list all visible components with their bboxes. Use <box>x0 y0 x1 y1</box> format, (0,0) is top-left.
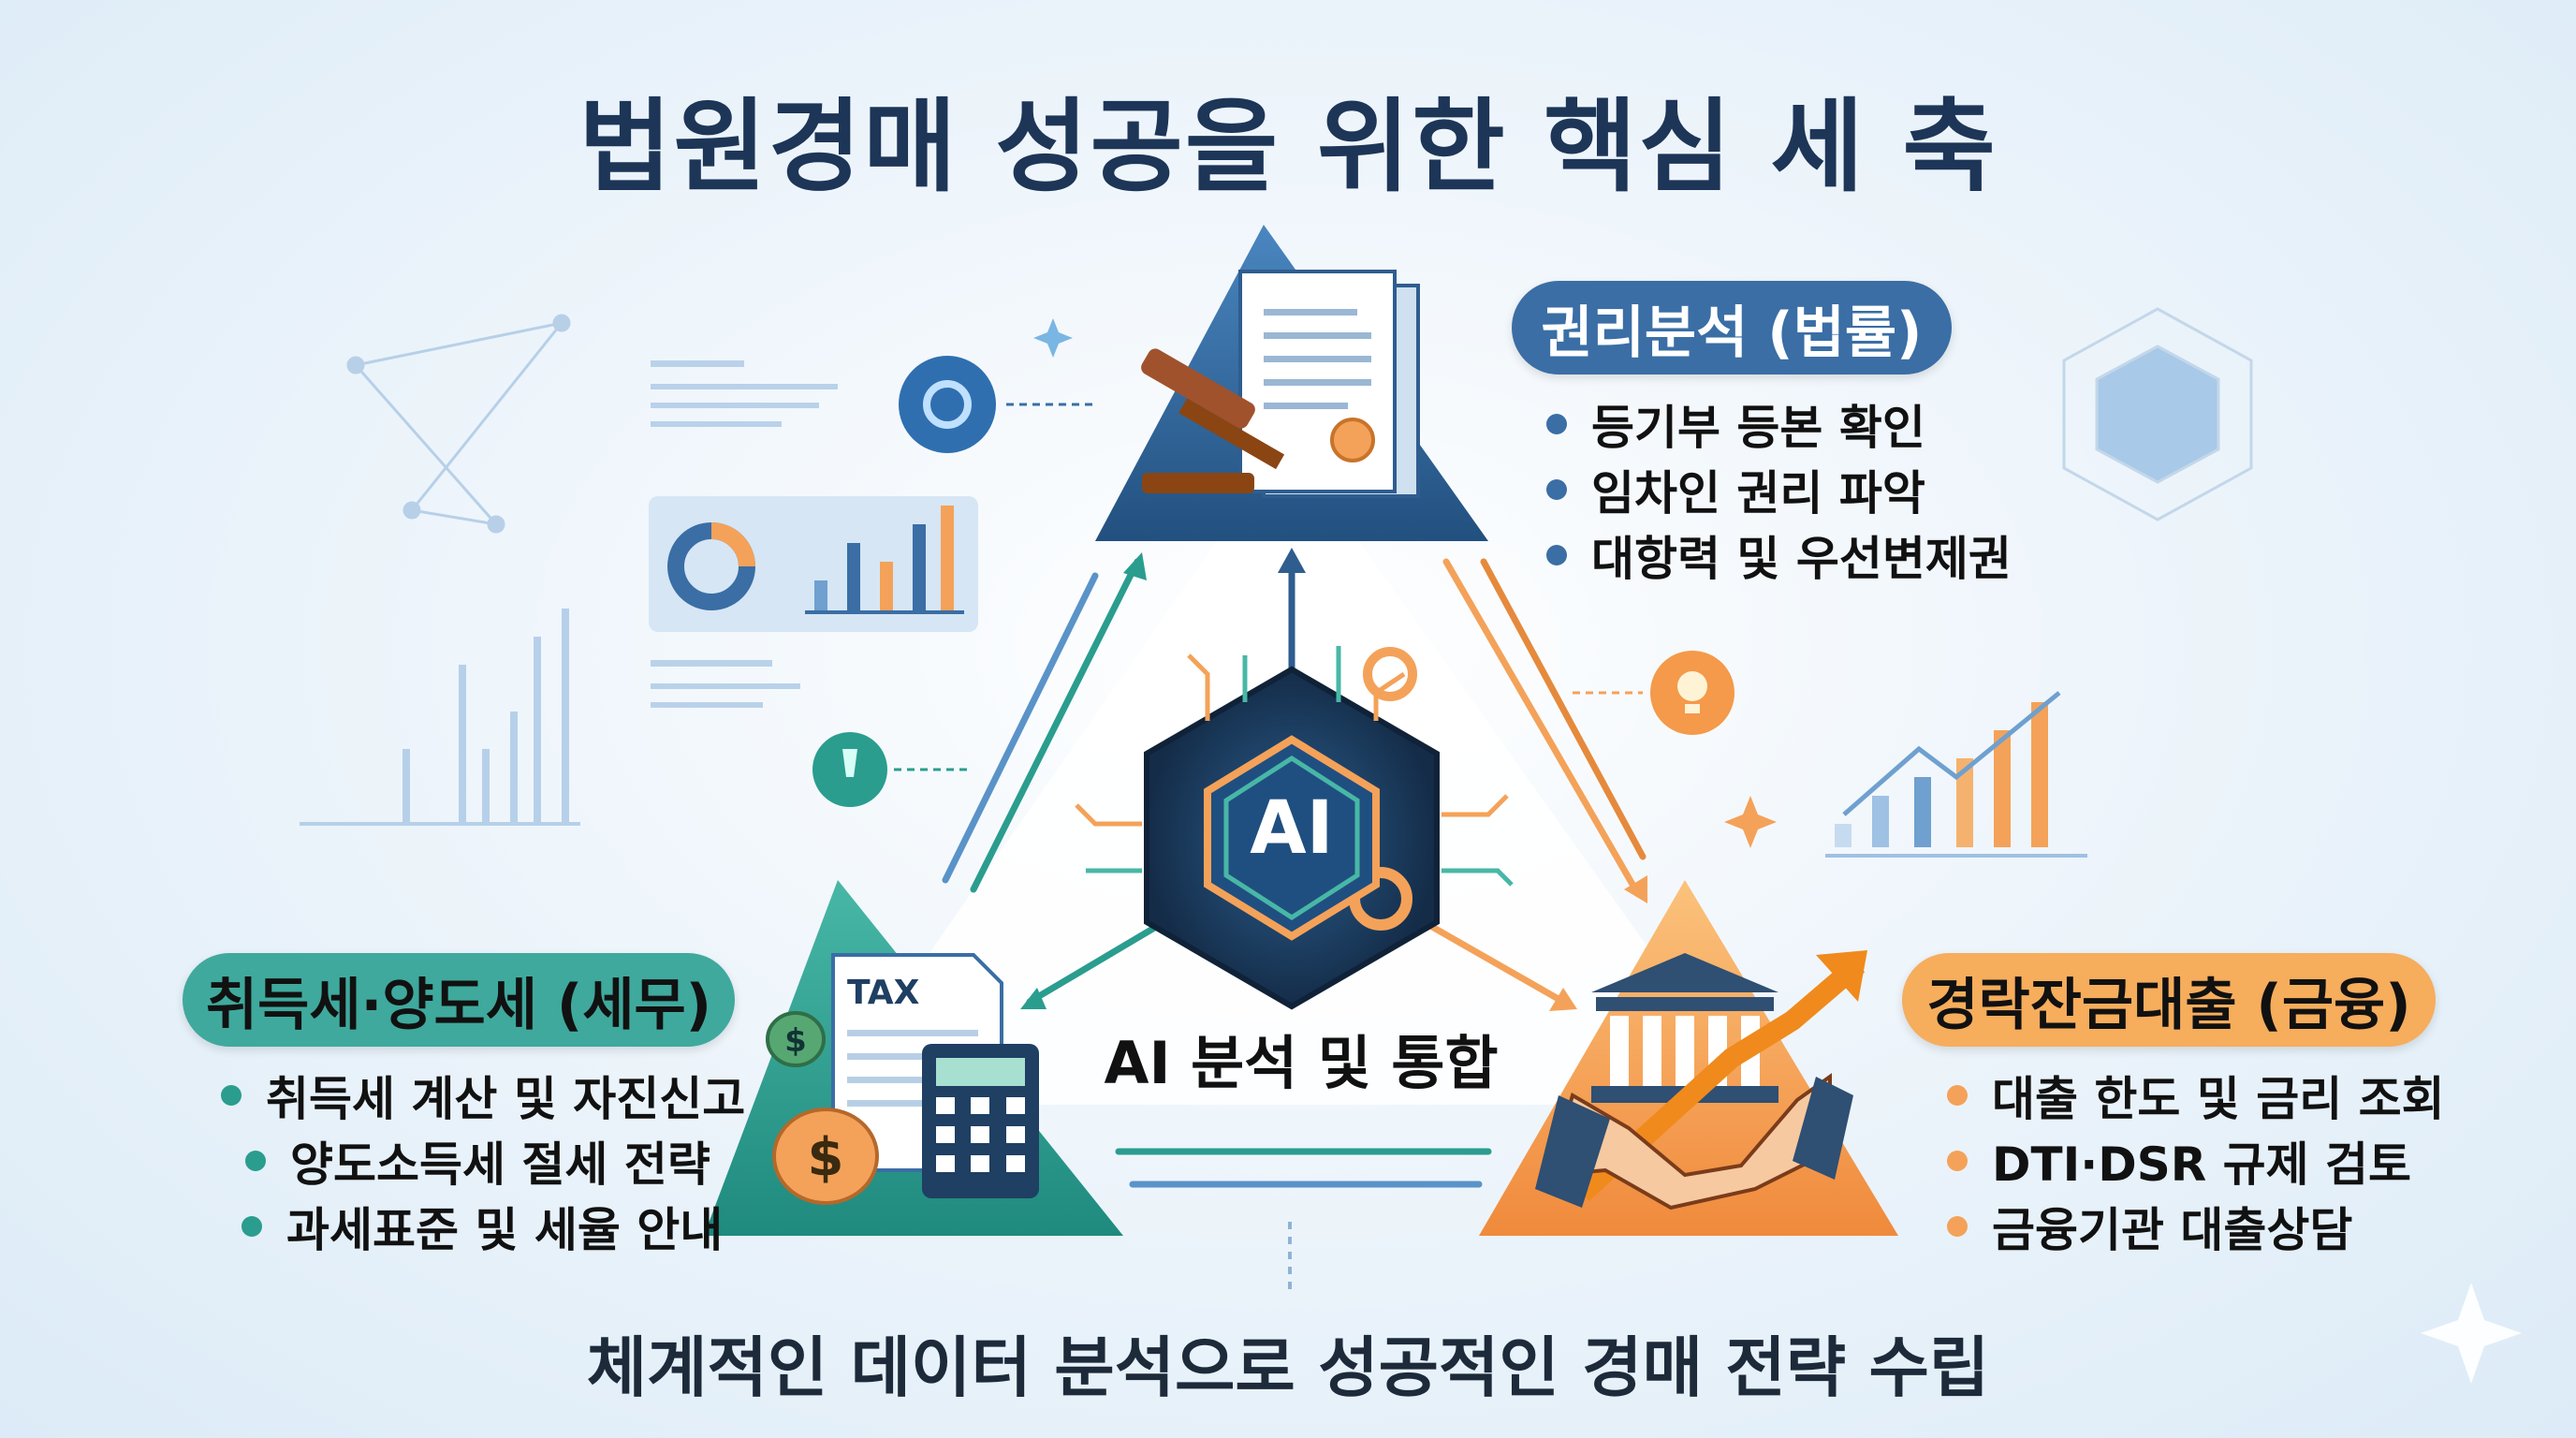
decor-sparkle-icon <box>1033 318 1073 358</box>
tax-pill: 취득세·양도세 (세무) <box>183 953 735 1047</box>
list-item-text: 대항력 및 우선변제권 <box>1591 532 2012 586</box>
arrow-tax-legal <box>942 572 1099 884</box>
bullet-dot <box>1947 1151 1968 1171</box>
decor-bar-chart-icon <box>300 609 580 826</box>
arrow-finance-legal <box>1480 558 1647 860</box>
list-item: 과세표준 및 세율 안내 <box>221 1194 745 1259</box>
decor-network-icon <box>346 314 571 534</box>
svg-text:$: $ <box>784 1022 807 1060</box>
legal-pill: 권리분석 (법률) <box>1512 281 1952 374</box>
decor-dashboard-card-icon <box>649 496 978 632</box>
tax-label: TAX <box>847 974 920 1012</box>
pen-bubble-icon <box>812 732 887 807</box>
list-item: 대출 한도 및 금리 조회 <box>1947 1063 2445 1128</box>
list-item: 금융기관 대출상담 <box>1947 1194 2445 1259</box>
finance-pill: 경락잔금대출 (금융) <box>1902 953 2436 1047</box>
page-title: 법원경매 성공을 위한 핵심 세 축 <box>578 89 1998 206</box>
bullet-dot <box>1546 414 1567 434</box>
arrow-ai-finance <box>1428 923 1567 1005</box>
tax-calculator-icon: $ $ <box>766 953 1039 1205</box>
bullet-dot <box>1947 1085 1968 1106</box>
list-item-text: DTI·DSR 규제 검토 <box>1992 1137 2412 1192</box>
gear-icon <box>1363 647 1417 701</box>
ai-center-label: AI 분석 및 통합 <box>1104 1029 1499 1097</box>
decor-sparkle-icon <box>1724 796 1777 848</box>
bullet-dot <box>1947 1216 1968 1237</box>
list-item-text: 양도소득세 절세 전략 <box>290 1137 710 1192</box>
finance-list: 대출 한도 및 금리 조회 DTI·DSR 규제 검토 금융기관 대출상담 <box>1947 1063 2445 1259</box>
decor-text-lines-icon <box>651 360 838 708</box>
arrow-legal-tax <box>970 558 1141 893</box>
list-item-text: 금융기관 대출상담 <box>1992 1203 2353 1257</box>
bank-handshake-icon <box>1535 950 1867 1211</box>
decor-growth-chart-icon <box>1825 691 2087 858</box>
decor-sparkle-icon <box>2421 1283 2522 1384</box>
gear-bubble-icon <box>899 356 996 453</box>
list-item-text: 과세표준 및 세율 안내 <box>286 1203 724 1257</box>
list-item-text: 취득세 계산 및 자진신고 <box>266 1072 746 1126</box>
legal-list: 등기부 등본 확인 임차인 권리 파악 대항력 및 우선변제권 <box>1546 391 2012 588</box>
list-item-text: 임차인 권리 파악 <box>1591 466 1925 521</box>
list-item-text: 등기부 등본 확인 <box>1591 401 1925 455</box>
list-item-text: 대출 한도 및 금리 조회 <box>1992 1072 2445 1126</box>
list-item: 임차인 권리 파악 <box>1546 457 2012 522</box>
list-item: 취득세 계산 및 자진신고 <box>221 1063 745 1128</box>
gavel-document-icon <box>1141 270 1420 498</box>
list-item: DTI·DSR 규제 검토 <box>1947 1128 2445 1194</box>
ai-chip-icon <box>1075 646 1514 1010</box>
arrow-ai-tax <box>1026 923 1160 1005</box>
list-item: 양도소득세 절세 전략 <box>221 1128 745 1194</box>
bullet-dot <box>245 1151 266 1171</box>
footer-tagline: 체계적인 데이터 분석으로 성공적인 경매 전략 수립 <box>586 1329 1990 1406</box>
tax-list: 취득세 계산 및 자진신고 양도소득세 절세 전략 과세표준 및 세율 안내 <box>221 1063 745 1259</box>
svg-text:$: $ <box>808 1127 844 1188</box>
bullet-dot <box>1546 545 1567 565</box>
lightbulb-bubble-icon <box>1650 651 1734 735</box>
list-item: 대항력 및 우선변제권 <box>1546 522 2012 588</box>
bullet-dot <box>1546 479 1567 500</box>
bullet-dot <box>242 1216 262 1237</box>
bullet-dot <box>221 1085 242 1106</box>
list-item: 등기부 등본 확인 <box>1546 391 2012 457</box>
ai-badge: AI <box>1250 786 1334 871</box>
decor-hexagon-icon <box>2062 307 2253 521</box>
arrow-legal-finance <box>1442 558 1642 898</box>
